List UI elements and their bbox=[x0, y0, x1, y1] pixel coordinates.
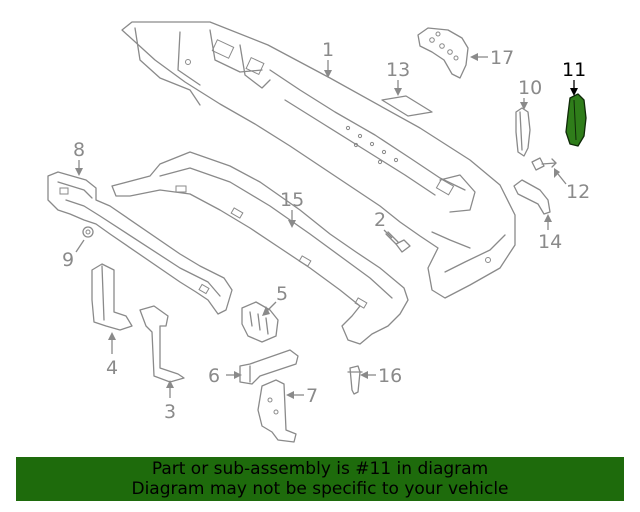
svg-text:2: 2 bbox=[374, 209, 386, 231]
svg-text:8: 8 bbox=[73, 139, 85, 161]
banner-line-1: Part or sub-assembly is #11 in diagram bbox=[151, 459, 489, 479]
svg-text:14: 14 bbox=[538, 231, 562, 253]
callout-7: 7 bbox=[286, 385, 318, 407]
part-14-bracket[interactable] bbox=[513, 179, 551, 215]
svg-text:7: 7 bbox=[306, 385, 318, 407]
svg-text:1: 1 bbox=[322, 39, 334, 61]
svg-text:10: 10 bbox=[518, 77, 542, 99]
svg-text:3: 3 bbox=[164, 401, 176, 423]
part-4-bracket[interactable] bbox=[91, 263, 133, 331]
callout-8: 8 bbox=[73, 139, 85, 176]
svg-text:12: 12 bbox=[566, 181, 590, 203]
callout-17: 17 bbox=[470, 47, 514, 69]
callout-5: 5 bbox=[262, 283, 288, 316]
svg-text:17: 17 bbox=[490, 47, 514, 69]
callout-3: 3 bbox=[164, 380, 176, 423]
svg-text:9: 9 bbox=[62, 249, 74, 271]
callout-2: 2 bbox=[374, 209, 393, 239]
callout-15: 15 bbox=[280, 189, 304, 228]
part-2-bolt[interactable] bbox=[385, 231, 411, 253]
part-9-nut[interactable] bbox=[82, 226, 94, 238]
callout-12: 12 bbox=[554, 168, 590, 203]
part-11-highlighted[interactable] bbox=[565, 93, 587, 147]
svg-text:5: 5 bbox=[276, 283, 288, 305]
svg-text:6: 6 bbox=[208, 365, 220, 387]
svg-text:11: 11 bbox=[562, 59, 586, 81]
part-12-push-pin[interactable] bbox=[531, 157, 557, 171]
part-6-bracket[interactable] bbox=[239, 349, 299, 385]
svg-text:15: 15 bbox=[280, 189, 304, 211]
callout-11-highlighted: 11 bbox=[562, 59, 586, 96]
part-1-bumper-cover[interactable] bbox=[121, 21, 516, 299]
callout-4: 4 bbox=[106, 332, 118, 379]
banner-line-2: Diagram may not be specific to your vehi… bbox=[131, 479, 509, 499]
info-banner: Part or sub-assembly is #11 in diagram D… bbox=[16, 457, 624, 501]
part-8-reinforcement[interactable] bbox=[47, 171, 233, 315]
callout-16: 16 bbox=[360, 365, 402, 387]
svg-text:4: 4 bbox=[106, 357, 118, 379]
part-7-bracket[interactable] bbox=[257, 379, 297, 443]
part-13-label[interactable] bbox=[381, 95, 433, 117]
part-16-pin[interactable] bbox=[347, 365, 363, 395]
part-10-trim[interactable] bbox=[515, 107, 531, 157]
callout-10: 10 bbox=[518, 77, 542, 110]
part-3-bracket[interactable] bbox=[139, 305, 185, 383]
callout-6: 6 bbox=[208, 365, 242, 387]
callout-14: 14 bbox=[538, 214, 562, 253]
part-5-bracket[interactable] bbox=[241, 301, 279, 343]
svg-text:13: 13 bbox=[386, 59, 410, 81]
callout-13: 13 bbox=[386, 59, 410, 96]
part-17-bracket[interactable] bbox=[417, 27, 469, 79]
parts-diagram: 1 2 3 4 5 6 7 8 9 10 bbox=[47, 21, 590, 443]
svg-text:16: 16 bbox=[378, 365, 402, 387]
callout-1: 1 bbox=[322, 39, 334, 78]
callout-9: 9 bbox=[62, 239, 85, 271]
